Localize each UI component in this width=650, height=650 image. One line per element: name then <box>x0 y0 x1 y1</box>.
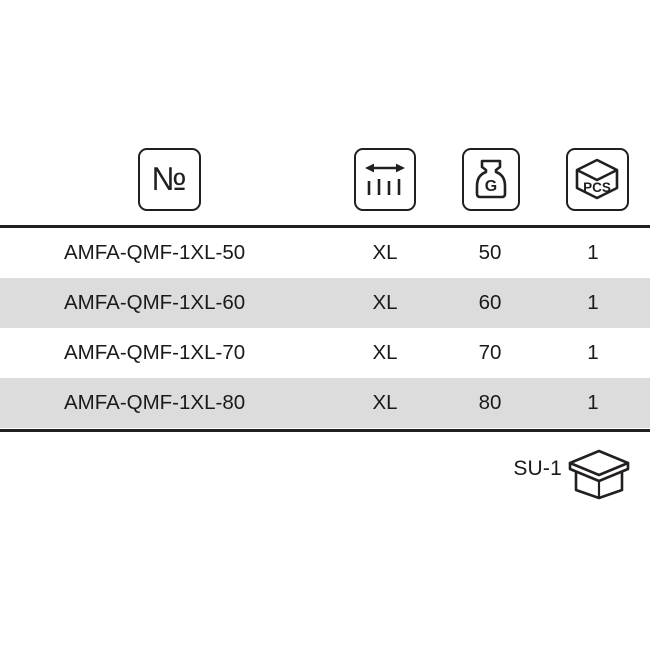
header-cell-size <box>354 145 416 213</box>
packaging-unit-label: SU-1 <box>513 457 562 480</box>
table-row[interactable]: AMFA-QMF-1XL-50 XL 50 1 <box>0 228 650 278</box>
cell-article-code: AMFA-QMF-1XL-60 <box>64 291 246 314</box>
table-bottom-divider <box>0 429 650 432</box>
cell-article-code: AMFA-QMF-1XL-70 <box>64 341 246 364</box>
table-row[interactable]: AMFA-QMF-1XL-70 XL 70 1 <box>0 328 650 378</box>
cell-size: XL <box>372 241 398 264</box>
header-divider <box>0 225 650 228</box>
cell-pcs: 1 <box>587 291 599 314</box>
weight-unit-letter: G <box>485 178 497 195</box>
cell-weight: 60 <box>478 291 502 314</box>
header-cell-pcs: PCS <box>565 145 629 213</box>
cell-pcs: 1 <box>587 241 599 264</box>
box-pcs-icon-box: PCS <box>565 147 629 211</box>
weight-gram-icon: G <box>475 159 507 199</box>
header-cell-article-number: № <box>137 145 201 213</box>
cell-weight: 80 <box>478 391 502 414</box>
box-with-lid-icon <box>568 449 630 500</box>
cell-size: XL <box>372 291 398 314</box>
header-cell-weight: G <box>462 145 520 213</box>
numero-icon-box: № <box>137 147 201 211</box>
cell-article-code: AMFA-QMF-1XL-80 <box>64 391 246 414</box>
width-arrow-icon <box>365 163 405 195</box>
pcs-label: PCS <box>583 180 611 195</box>
box-pcs-icon: PCS <box>575 158 619 200</box>
cell-pcs: 1 <box>587 391 599 414</box>
cell-weight: 50 <box>478 241 502 264</box>
table-row[interactable]: AMFA-QMF-1XL-60 XL 60 1 <box>0 278 650 328</box>
table-body: AMFA-QMF-1XL-50 XL 50 1 AMFA-QMF-1XL-60 … <box>0 228 650 429</box>
cell-size: XL <box>372 391 398 414</box>
table-header-row: № G <box>0 145 650 215</box>
cell-article-code: AMFA-QMF-1XL-50 <box>64 241 246 264</box>
cell-size: XL <box>372 341 398 364</box>
cell-pcs: 1 <box>587 341 599 364</box>
cell-weight: 70 <box>478 341 502 364</box>
box-with-lid-icon-wrap <box>566 448 632 500</box>
numero-icon: № <box>151 159 187 197</box>
packaging-unit-footer: SU-1 <box>0 445 650 505</box>
table-row[interactable]: AMFA-QMF-1XL-80 XL 80 1 <box>0 378 650 428</box>
weight-gram-icon-box: G <box>462 147 520 211</box>
width-arrow-icon-box <box>354 147 416 211</box>
